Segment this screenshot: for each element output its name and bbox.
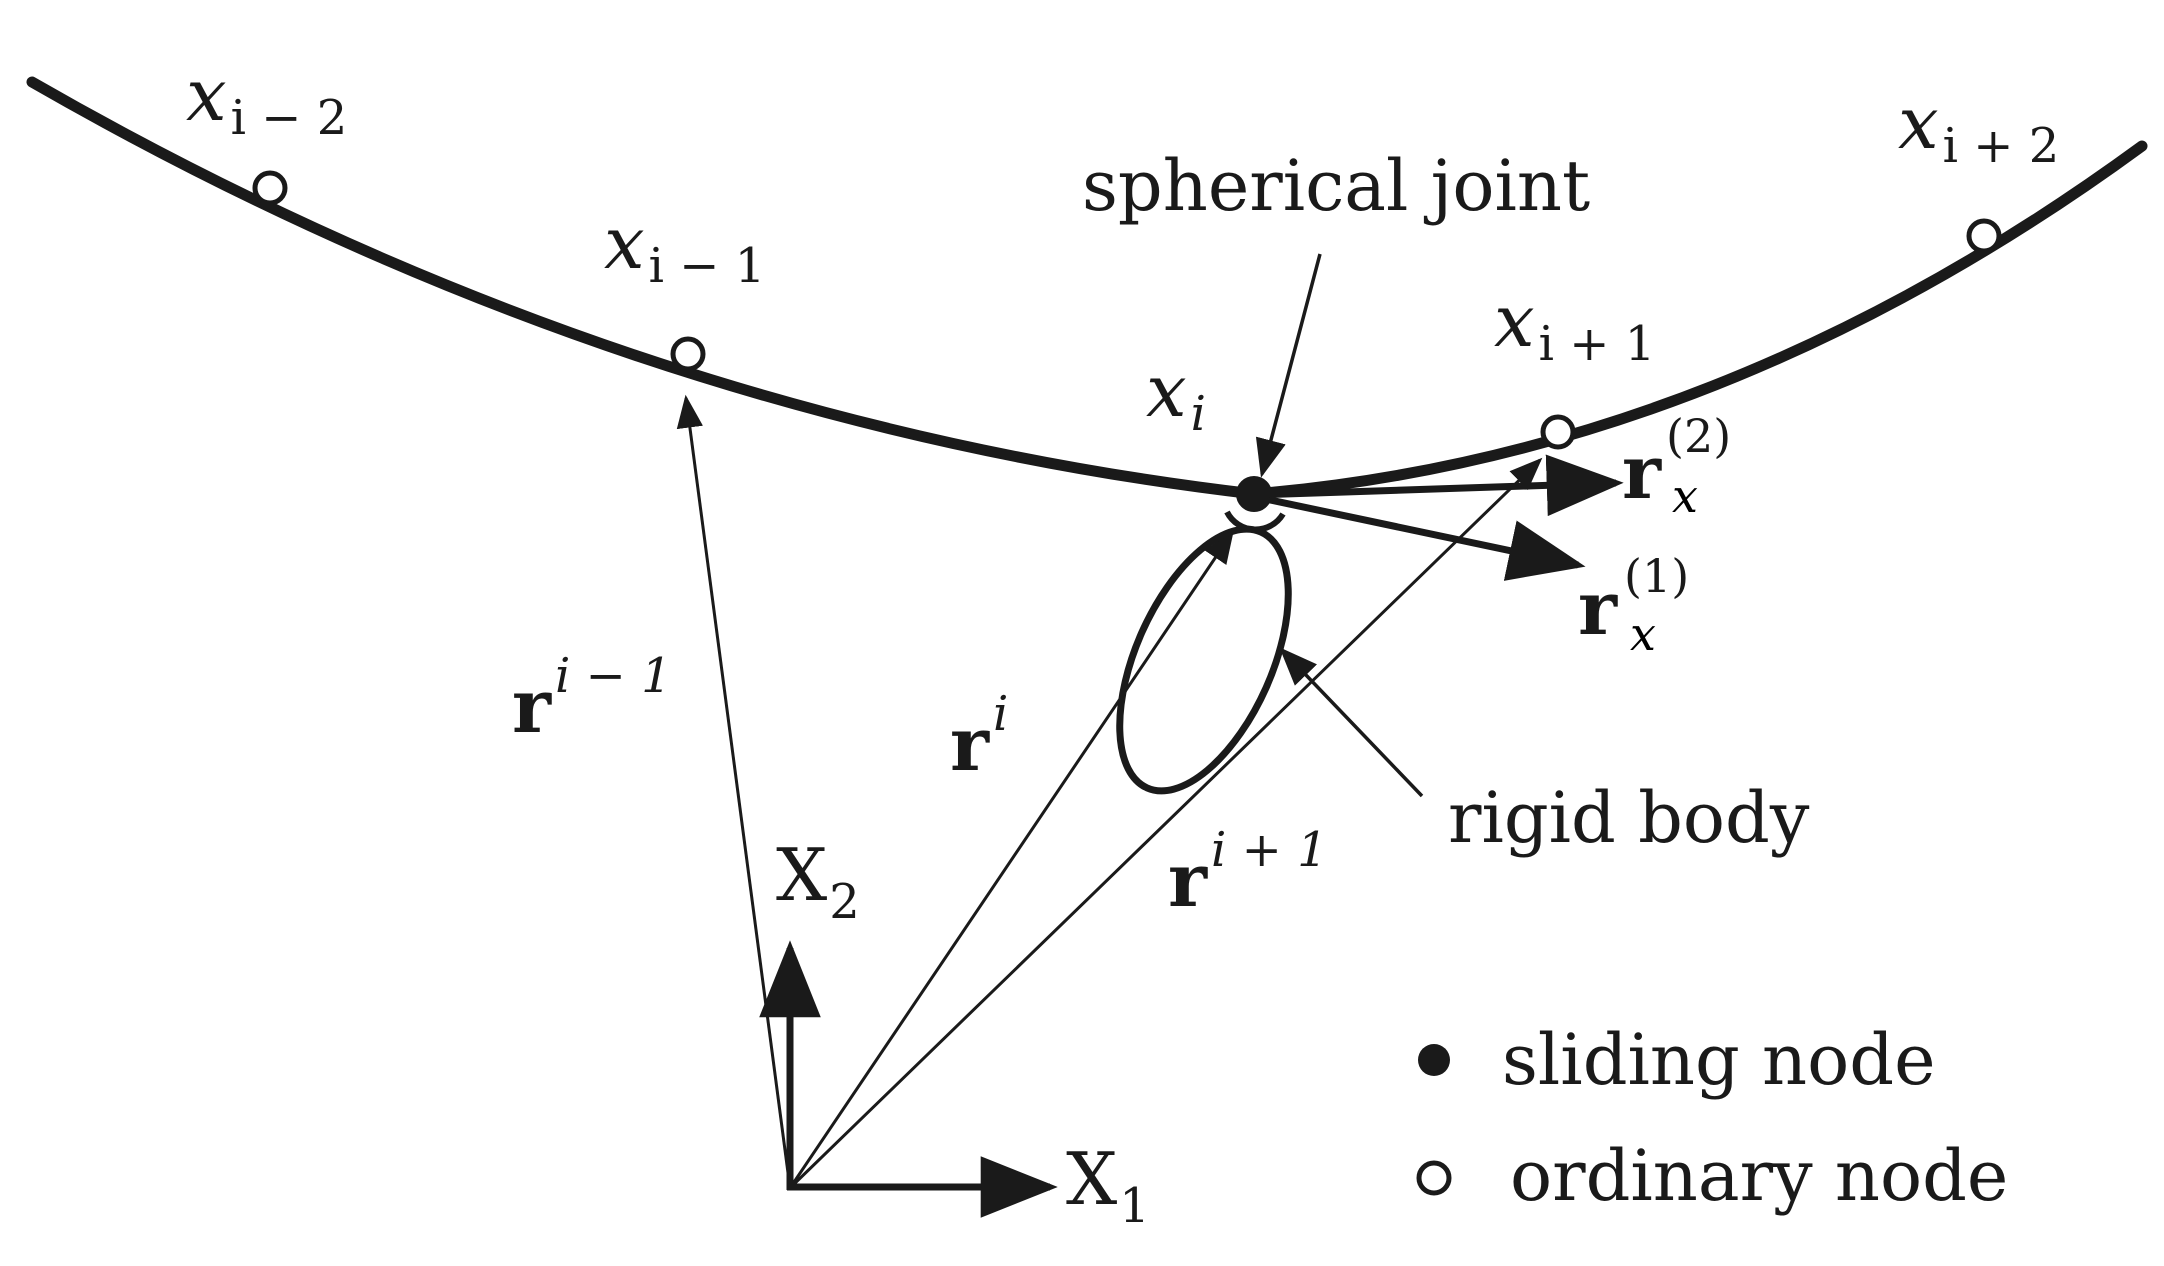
label-r-i-minus-1: ri − 1 <box>512 648 672 750</box>
vector-r-i-plus-1 <box>788 457 1543 1190</box>
label-rx-1-sup: (1) <box>1624 549 1689 603</box>
cable-left-segment <box>26 76 1260 500</box>
label-x-i: xi <box>1146 349 1206 442</box>
ordinary-node-i-plus-2 <box>1966 218 2002 254</box>
body-callout-arrow <box>1279 647 1424 798</box>
ordinary-node-i-plus-1 <box>1540 414 1576 450</box>
label-rx-1-sub: x <box>1630 607 1656 661</box>
sliding-node-i <box>1236 476 1272 512</box>
legend-ordinary-label: ordinary node <box>1510 1135 2008 1217</box>
label-rx-2: r <box>1622 430 1662 516</box>
label-r-i-plus-1: ri + 1 <box>1168 822 1328 924</box>
tangent-rx-1 <box>1255 493 1586 581</box>
label-r-i: ri <box>950 686 1008 788</box>
label-rx-1: r <box>1578 566 1618 652</box>
legend-sliding-marker <box>1418 1044 1450 1076</box>
rigid-body <box>1116 525 1292 795</box>
cable-right-segment <box>1248 140 2148 500</box>
ordinary-node-i-minus-2 <box>252 170 288 206</box>
legend-sliding-label: sliding node <box>1502 1019 1936 1101</box>
joint-callout-arrow <box>1255 253 1322 478</box>
label-x-i-minus-1: xi − 1 <box>604 201 765 294</box>
label-rigid-body: rigid body <box>1448 777 1810 859</box>
legend: sliding node ordinary node <box>1416 1019 2008 1217</box>
label-axis-x2: X2 <box>776 833 860 930</box>
spherical-joint-socket <box>1224 510 1286 533</box>
vector-r-i <box>788 530 1234 1189</box>
label-x-i-plus-2: xi + 2 <box>1898 81 2059 174</box>
vector-r-i-minus-1 <box>676 394 792 1189</box>
legend-ordinary-marker <box>1416 1160 1452 1196</box>
label-rx-2-sup: (2) <box>1666 409 1731 463</box>
label-rx-2-sub: x <box>1672 469 1698 523</box>
label-x-i-minus-2: xi − 2 <box>186 53 347 146</box>
label-x-i-plus-1: xi + 1 <box>1494 279 1655 372</box>
label-axis-x1: X1 <box>1066 1137 1150 1234</box>
ordinary-node-i-minus-1 <box>670 336 706 372</box>
tangent-rx-2 <box>1255 454 1624 517</box>
label-spherical-joint: spherical joint <box>1082 145 1590 227</box>
